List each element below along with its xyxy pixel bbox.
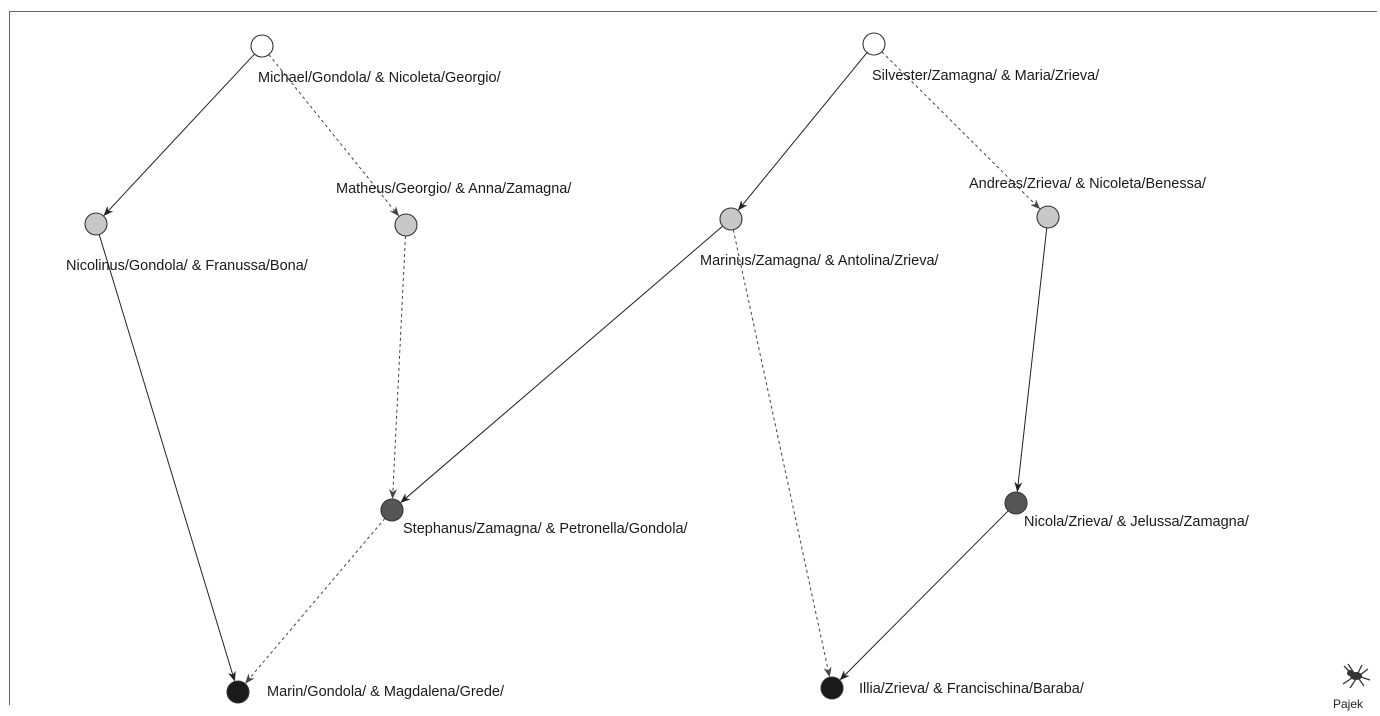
node-circle[interactable]	[1036, 205, 1060, 229]
edge-n8-n10	[839, 510, 1009, 681]
edge-n1-n3	[103, 53, 255, 216]
edge-n1-n4	[268, 54, 400, 217]
node-label: Silvester/Zamagna/ & Maria/Zrieva/	[872, 68, 1100, 84]
node-n6[interactable]: Andreas/Zrieva/ & Nicoleta/Benessa/	[969, 176, 1207, 229]
pajek-logo-text: Pajek	[1333, 697, 1364, 711]
node-n5[interactable]: Marinus/Zamagna/ & Antolina/Zrieva/	[700, 207, 940, 269]
node-n8[interactable]: Nicola/Zrieva/ & Jelussa/Zamagna/	[1004, 491, 1250, 530]
edge-n4-n7	[389, 235, 406, 500]
edge-n2-n5	[737, 52, 868, 211]
node-label: Michael/Gondola/ & Nicoleta/Georgio/	[258, 70, 502, 86]
node-circle[interactable]	[862, 32, 886, 56]
edge-n5-n10	[732, 229, 832, 678]
edges-layer	[98, 51, 1048, 684]
node-n7[interactable]: Stephanus/Zamagna/ & Petronella/Gondola/	[380, 498, 689, 537]
node-label: Andreas/Zrieva/ & Nicoleta/Benessa/	[969, 176, 1207, 192]
node-label: Nicolinus/Gondola/ & Franussa/Bona/	[66, 258, 309, 274]
pajek-logo: Pajek	[1333, 663, 1371, 711]
node-label: Marinus/Zamagna/ & Antolina/Zrieva/	[700, 253, 940, 269]
edge-n5-n7	[400, 225, 723, 503]
node-circle[interactable]	[250, 34, 274, 58]
edge-n7-n9	[245, 518, 386, 684]
spider-icon	[1342, 663, 1371, 689]
node-label: Stephanus/Zamagna/ & Petronella/Gondola/	[403, 521, 689, 537]
node-circle[interactable]	[719, 207, 743, 231]
node-label: Illia/Zrieva/ & Francischina/Baraba/	[859, 681, 1085, 697]
diagram-frame	[9, 11, 1377, 705]
node-n9[interactable]: Marin/Gondola/ & Magdalena/Grede/	[226, 680, 505, 704]
node-n10[interactable]: Illia/Zrieva/ & Francischina/Baraba/	[820, 676, 1085, 700]
node-n2[interactable]: Silvester/Zamagna/ & Maria/Zrieva/	[862, 32, 1100, 84]
node-n1[interactable]: Michael/Gondola/ & Nicoleta/Georgio/	[250, 34, 502, 86]
node-n4[interactable]: Matheus/Georgio/ & Anna/Zamagna/	[336, 181, 572, 237]
edge-n2-n6	[881, 51, 1041, 210]
node-circle[interactable]	[394, 213, 418, 237]
nodes-layer: Michael/Gondola/ & Nicoleta/Georgio/Silv…	[66, 32, 1250, 704]
node-circle[interactable]	[1004, 491, 1028, 515]
node-circle[interactable]	[820, 676, 844, 700]
node-circle[interactable]	[226, 680, 250, 704]
node-label: Matheus/Georgio/ & Anna/Zamagna/	[336, 181, 572, 197]
node-circle[interactable]	[380, 498, 404, 522]
edge-n6-n8	[1014, 227, 1048, 493]
node-n3[interactable]: Nicolinus/Gondola/ & Franussa/Bona/	[66, 212, 309, 274]
edge-n3-n9	[98, 234, 236, 682]
node-label: Nicola/Zrieva/ & Jelussa/Zamagna/	[1024, 514, 1250, 530]
node-label: Marin/Gondola/ & Magdalena/Grede/	[267, 684, 505, 700]
node-circle[interactable]	[84, 212, 108, 236]
